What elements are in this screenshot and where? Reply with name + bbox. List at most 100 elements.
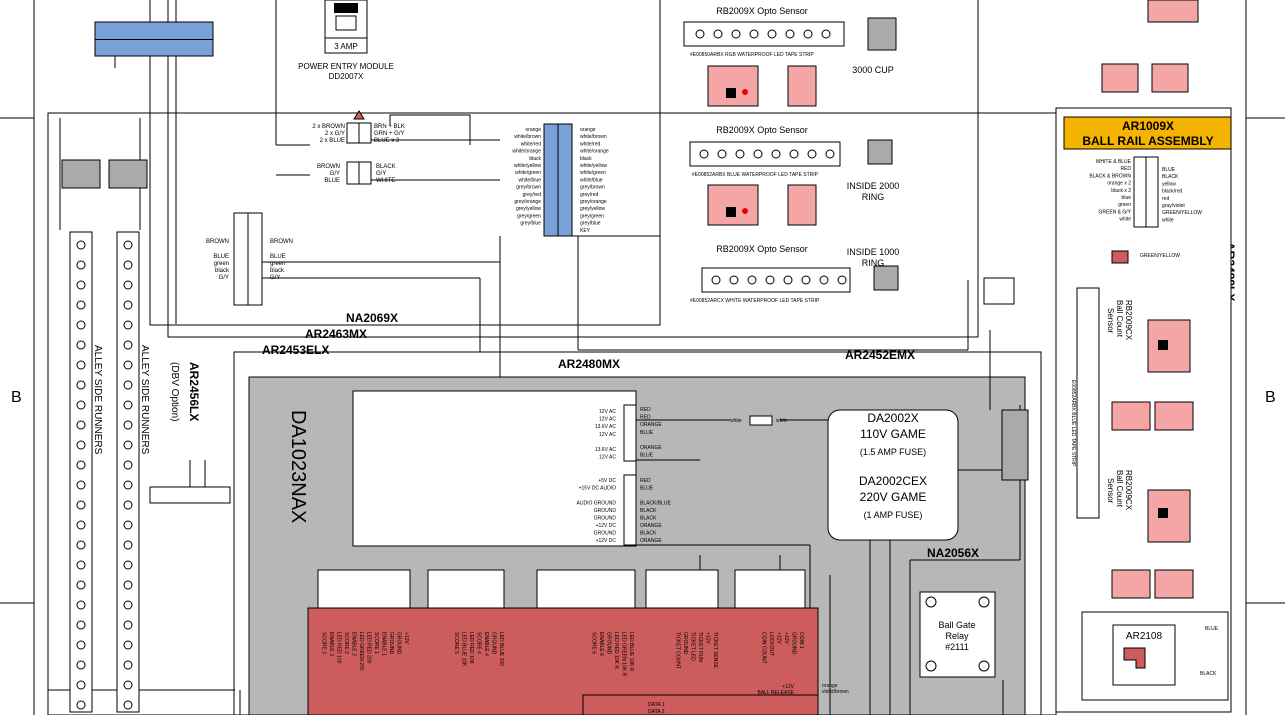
psu-pin-columns <box>623 404 637 546</box>
psu-voltage: +12V DC <box>596 523 617 529</box>
pin-function: SCORE 1 <box>373 632 379 654</box>
alley-strips <box>61 159 148 713</box>
pin-function: GROUND <box>491 632 497 655</box>
led-dot <box>123 440 133 450</box>
alley-label-right: ALLEY SIDE RUNNERS <box>139 345 150 455</box>
led-dot <box>76 380 86 390</box>
psu-wire: ORANGE <box>640 538 662 544</box>
led-dot <box>76 580 86 590</box>
strip-led <box>771 149 781 159</box>
strip-led <box>753 149 763 159</box>
fuse-box <box>324 37 368 54</box>
led-dot <box>76 600 86 610</box>
psu-wire: BLACK <box>640 531 657 537</box>
led-dot <box>123 540 133 550</box>
pin-function: ENABLE 2 <box>351 632 357 656</box>
psu-wire: RED <box>640 478 651 484</box>
psu-wire: ORANGE <box>640 422 662 428</box>
strip-led <box>713 29 723 39</box>
white-splice <box>749 415 773 426</box>
br-right-wire: red <box>1162 196 1169 202</box>
gray-connectors-right <box>867 17 1029 481</box>
strip-led <box>717 149 727 159</box>
cc-left-wire: white/orange <box>512 149 541 155</box>
led-dot <box>76 240 86 250</box>
led-dot <box>123 320 133 330</box>
ar2108-contact <box>1123 647 1146 669</box>
led-dot <box>123 240 133 250</box>
ring1000-a: INSIDE 1000 <box>847 247 900 257</box>
power-module-title: POWER ENTRY MODULE <box>298 62 394 71</box>
fuse-label: 3 AMP <box>334 42 358 51</box>
br-left-wire: green <box>1118 202 1131 208</box>
cc-right-wire: orange <box>580 127 596 133</box>
psu-wire: BLUE <box>640 453 654 459</box>
strip-led <box>803 29 813 39</box>
bcs2-l2: Ball Count <box>1115 470 1124 508</box>
led-dot <box>123 300 133 310</box>
main-board-title: DA1023NAX <box>287 410 309 523</box>
br-left-wire: orange x 2 <box>1107 181 1131 187</box>
c12-r4: green <box>270 261 285 267</box>
game-line3: (1.5 AMP FUSE) <box>860 447 926 457</box>
strip-led <box>821 29 831 39</box>
c12-r3: BLUE <box>270 254 286 260</box>
alley-led-dots <box>76 240 133 710</box>
pwr2-wire-l1: BROWN <box>317 164 340 170</box>
game-line4: DA2002CEX <box>859 474 927 488</box>
dbv-option: (DBV Option) <box>169 362 180 421</box>
game-line6: (1 AMP FUSE) <box>864 510 923 520</box>
ring2000-a: INSIDE 2000 <box>847 181 900 191</box>
pin-function: LED RED 200 <box>366 632 372 664</box>
c12-l6: G/Y <box>219 275 229 281</box>
pwr-wire-l3: 2 x BLUE <box>320 138 345 144</box>
c12-r1: BROWN <box>270 239 293 245</box>
ball-rail-connector <box>1133 156 1159 228</box>
game-line1: DA2002X <box>867 411 918 425</box>
led-dot <box>76 560 86 570</box>
pwr-wire-l1: 2 x BROWN <box>312 124 345 130</box>
led-strip-rgb <box>683 21 845 47</box>
psu-voltage: GROUND <box>594 508 617 514</box>
pin-function: LOCKOUT <box>768 632 774 656</box>
cc-right-wire: white/green <box>580 170 606 176</box>
led-dot <box>76 660 86 670</box>
pwr2-wire-r1: BLACK <box>376 164 396 170</box>
strip-led <box>699 149 709 159</box>
led-dot <box>76 440 86 450</box>
opto-label-1: RB2009X Opto Sensor <box>716 125 808 135</box>
pin-function: SCORE 2 <box>343 632 349 654</box>
psu-voltage: +15V DC AUDIO <box>579 486 616 492</box>
pin-function: ENABLE 4 <box>483 632 489 656</box>
cup-3000: 3000 CUP <box>852 65 894 75</box>
led-dot <box>123 560 133 570</box>
pin-function: GROUND <box>682 632 688 655</box>
led-dot <box>76 640 86 650</box>
led-dot <box>123 580 133 590</box>
pin-function: COIN COUNT <box>761 632 767 664</box>
strip-led <box>747 275 757 285</box>
cc-left-wire: black <box>529 156 541 162</box>
power-connector-1: 2 x BROWN 2 x G/Y 2 x BLUE BRN + BLK GRN… <box>312 110 405 144</box>
relay-term-2 <box>978 596 990 608</box>
psu-wire: BLUE <box>640 486 654 492</box>
ball-rail-title: BALL RAIL ASSEMBLY <box>1082 134 1213 148</box>
led-dot <box>123 420 133 430</box>
pwr2-wire-l2: G/Y <box>330 171 340 177</box>
br-left-wire: blue <box>1122 195 1132 201</box>
pin-function: GROUND <box>606 632 612 655</box>
led-dot <box>76 700 86 710</box>
pin-function: SCORE 4 <box>476 632 482 654</box>
led-dot <box>76 280 86 290</box>
pin-function: ENABLE 3 <box>328 632 334 656</box>
ar2108-blue: BLUE <box>1205 626 1219 632</box>
psu-voltage: 13.6V AC <box>595 424 617 430</box>
relay-line3: #2111 <box>945 642 969 652</box>
br-right-wire: GREEN/YELLOW <box>1162 210 1202 216</box>
pin-function: GROUND <box>388 632 394 655</box>
pin-function: TICKET LED <box>690 632 696 661</box>
led-dot <box>123 640 133 650</box>
relay-line2: Relay <box>945 631 969 641</box>
led-dot <box>123 380 133 390</box>
